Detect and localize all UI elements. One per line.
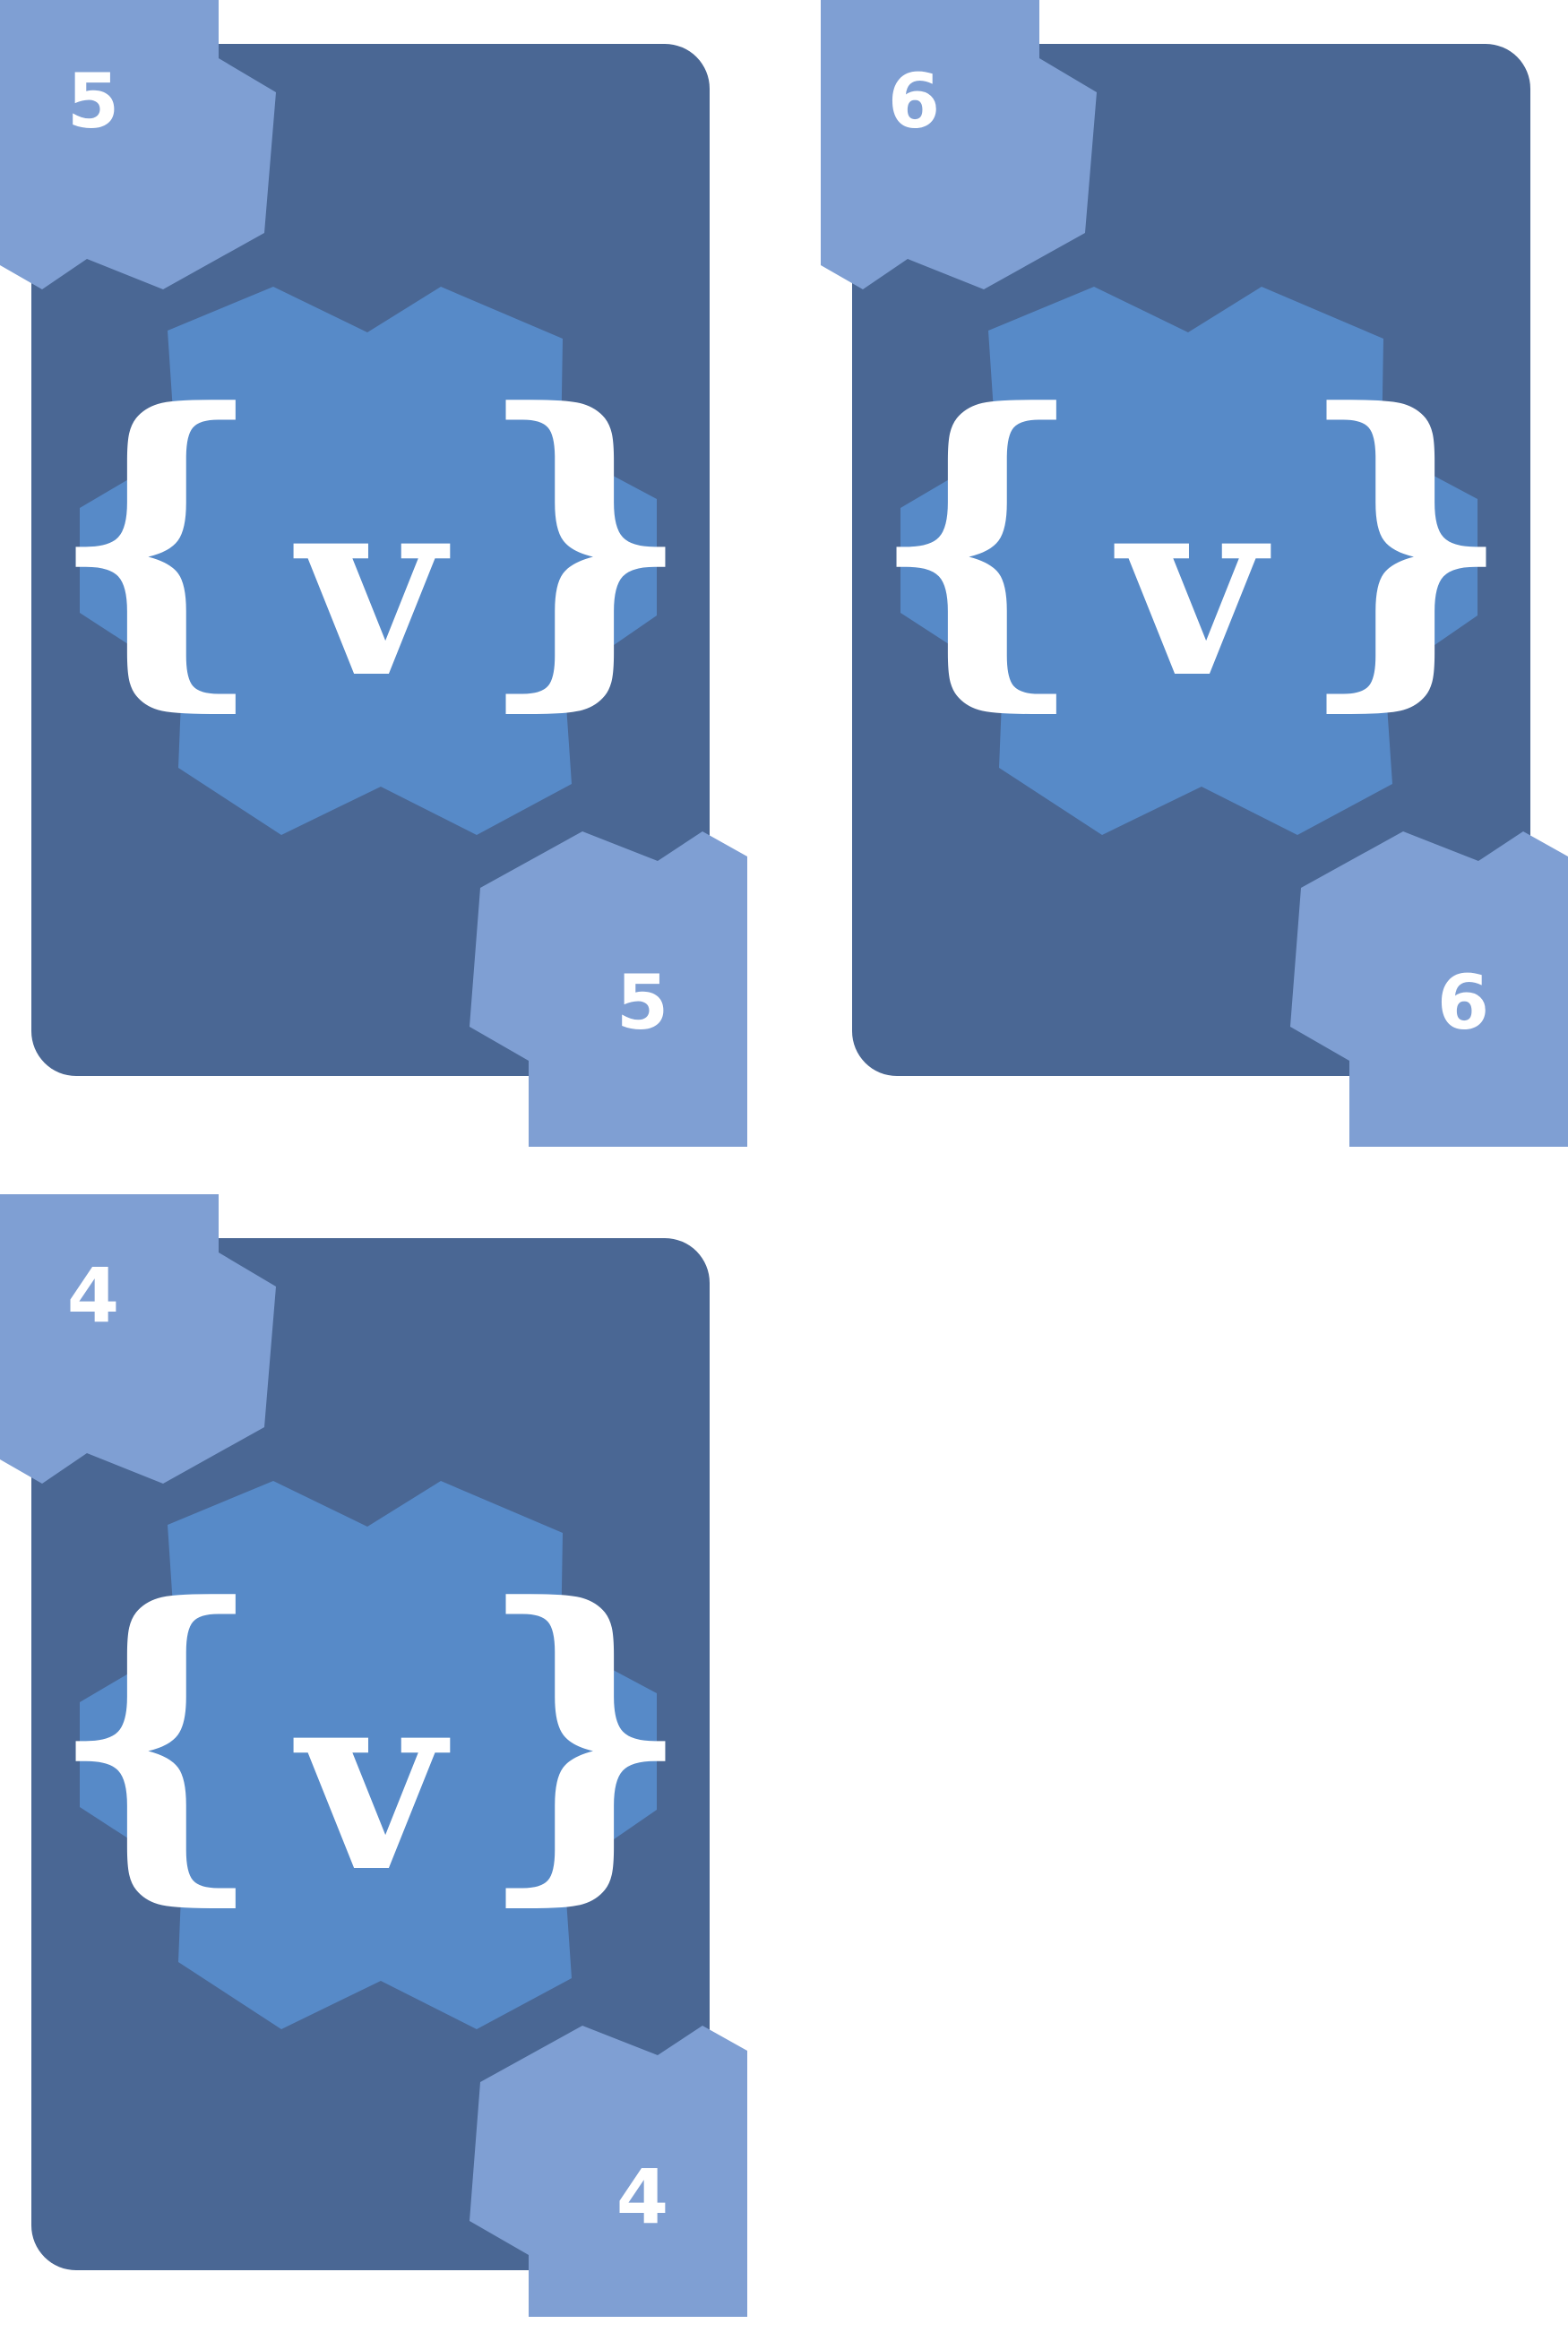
v-symbol: v: [290, 1633, 451, 1928]
v-symbol: v: [1111, 439, 1271, 734]
corner-badge-bottom: [470, 831, 747, 1147]
brace-close: }: [475, 1533, 694, 1933]
brace-open: {: [47, 339, 266, 739]
center-emblem: [80, 1481, 657, 2029]
corner-value-bottom: 5: [616, 959, 668, 1046]
card-5[interactable]: { v } 5 5: [0, 0, 788, 1147]
corner-value-top: 6: [888, 57, 940, 145]
v-symbol: v: [290, 439, 451, 734]
corner-value-top: 4: [67, 1252, 119, 1339]
corner-badge-top: [0, 1194, 276, 1484]
brace-open: {: [868, 339, 1087, 739]
card-4[interactable]: { v } 4 4: [0, 1194, 788, 2341]
card-6[interactable]: { v } 6 6: [821, 0, 1568, 1147]
corner-badge-top: [821, 0, 1097, 289]
brace-open: {: [47, 1533, 266, 1933]
corner-badge-bottom: [1290, 831, 1568, 1147]
brace-close: }: [1296, 339, 1514, 739]
corner-value-bottom: 4: [616, 2153, 668, 2241]
center-emblem: [80, 287, 657, 835]
corner-badge-top: [0, 0, 276, 289]
corner-value-top: 5: [67, 57, 119, 145]
corner-badge-bottom: [470, 2026, 747, 2317]
center-emblem: [900, 287, 1478, 835]
corner-value-bottom: 6: [1437, 959, 1489, 1046]
brace-close: }: [475, 339, 694, 739]
